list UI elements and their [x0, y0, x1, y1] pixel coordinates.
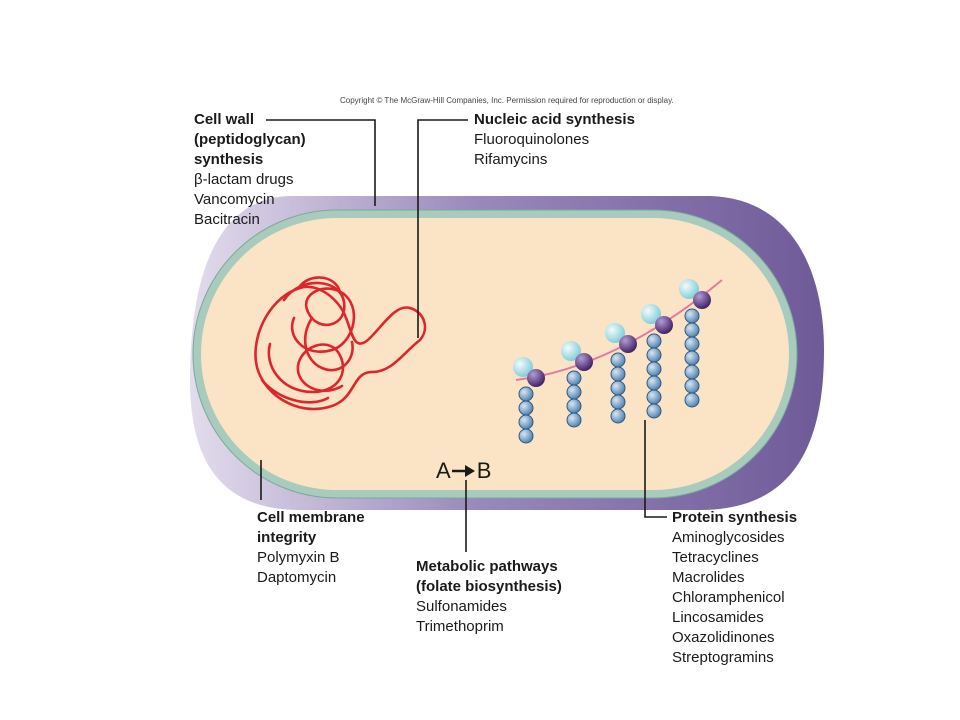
cell-wall-drug: Vancomycin: [194, 191, 275, 208]
reaction-from: A: [436, 458, 451, 483]
ribosome-small-subunit: [679, 279, 699, 299]
cell-wall-heading: synthesis: [194, 151, 264, 168]
protein-drug: Streptogramins: [672, 649, 774, 666]
ribosome-large-subunit: [693, 291, 711, 309]
peptide-bead: [610, 380, 626, 396]
peptide-bead: [610, 408, 626, 424]
cytoplasm: [201, 218, 789, 490]
ribosome-small-subunit: [561, 341, 581, 361]
ribosome-large-subunit: [527, 369, 545, 387]
metabolic-drug: Trimethoprim: [416, 618, 504, 635]
nucleic-acid-label: Nucleic acid synthesis Fluoroquinolones …: [474, 110, 635, 170]
ribosome: [513, 357, 545, 444]
cell-wall-drug: Bacitracin: [194, 211, 260, 228]
cell-wall-heading: Cell wall: [194, 111, 255, 128]
nucleic-acid-drug: Fluoroquinolones: [474, 131, 590, 148]
reaction-to: B: [476, 458, 492, 483]
nucleic-acid-drug: Rifamycins: [474, 151, 548, 168]
peptide-bead: [566, 384, 582, 400]
ribosome-small-subunit: [641, 304, 661, 324]
ribosome: [561, 341, 593, 428]
metabolic-label: Metabolic pathways (folate biosynthesis)…: [416, 557, 562, 637]
ribosome-large-subunit: [619, 335, 637, 353]
protein-drug: Lincosamides: [672, 609, 764, 626]
peptide-bead: [646, 333, 662, 349]
peptide-bead: [610, 352, 626, 368]
peptide-bead: [518, 386, 534, 402]
leader-lines: [260, 119, 667, 552]
peptide-bead: [646, 361, 662, 377]
leader-protein: [644, 420, 667, 518]
peptide-bead: [566, 412, 582, 428]
peptide-bead: [518, 400, 534, 416]
protein-drug: Oxazolidinones: [672, 629, 775, 646]
cell-wall-drug: β-lactam drugs: [194, 171, 294, 188]
ribosomes-group: [513, 279, 711, 444]
cell-membrane-drug: Polymyxin B: [257, 549, 340, 566]
ribosome-large-subunit: [575, 353, 593, 371]
cell-membrane-heading: integrity: [257, 529, 317, 546]
protein-drug: Tetracyclines: [672, 549, 759, 566]
peptide-bead: [646, 403, 662, 419]
cell-membrane-drug: Daptomycin: [257, 569, 337, 586]
peptide-bead: [646, 347, 662, 363]
metabolic-heading: Metabolic pathways: [416, 558, 558, 575]
peptide-bead: [684, 308, 700, 324]
cell-membrane-label: Cell membrane integrity Polymyxin B Dapt…: [257, 508, 365, 588]
ribosome-small-subunit: [605, 323, 625, 343]
peptide-bead: [610, 394, 626, 410]
copyright-notice: Copyright © The McGraw-Hill Companies, I…: [340, 96, 674, 105]
protein-drug: Aminoglycosides: [672, 529, 785, 546]
metabolic-drug: Sulfonamides: [416, 598, 507, 615]
protein-drug: Macrolides: [672, 569, 745, 586]
peptide-bead: [610, 366, 626, 382]
peptide-bead: [684, 392, 700, 408]
ribosome: [641, 304, 673, 419]
protein-drug: Chloramphenicol: [672, 589, 785, 606]
peptide-bead: [646, 389, 662, 405]
peptide-bead: [684, 322, 700, 338]
ribosome: [605, 323, 637, 424]
cell-membrane-heading: Cell membrane: [257, 509, 365, 526]
ribosome-large-subunit: [655, 316, 673, 334]
cell-wall-heading: (peptidoglycan): [194, 131, 306, 148]
nucleic-acid-heading: Nucleic acid synthesis: [474, 111, 635, 128]
metabolic-heading: (folate biosynthesis): [416, 578, 562, 595]
peptide-bead: [684, 364, 700, 380]
cell-wall-label: Cell wall (peptidoglycan) synthesis β-la…: [194, 110, 306, 230]
leader-nucleic-acid: [417, 119, 468, 338]
peptide-bead: [646, 375, 662, 391]
peptide-bead: [684, 336, 700, 352]
dna-chromosome: [254, 276, 427, 411]
protein-label: Protein synthesis Aminoglycosides Tetrac…: [672, 508, 797, 668]
leader-cell-wall: [266, 119, 376, 206]
protein-heading: Protein synthesis: [672, 509, 798, 526]
arrow-right-icon: [451, 465, 475, 477]
peptide-bead: [566, 370, 582, 386]
peptide-bead: [518, 414, 534, 430]
ribosome: [679, 279, 711, 408]
peptide-bead: [684, 378, 700, 394]
peptide-bead: [518, 428, 534, 444]
ribosome-small-subunit: [513, 357, 533, 377]
peptide-bead: [566, 398, 582, 414]
peptide-bead: [684, 350, 700, 366]
